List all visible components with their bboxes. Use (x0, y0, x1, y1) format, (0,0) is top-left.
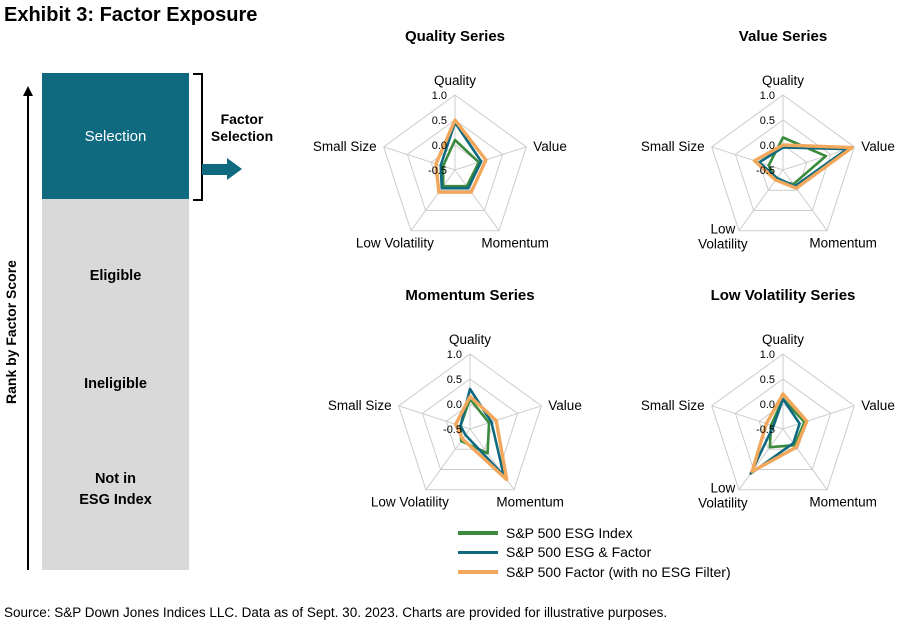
svg-text:1.0: 1.0 (760, 349, 775, 361)
rank-axis-line (27, 96, 29, 570)
chart-title-low-volatility: Low Volatility Series (710, 287, 856, 304)
svg-text:Small Size: Small Size (641, 139, 705, 154)
svg-text:Momentum: Momentum (809, 495, 877, 510)
funnel-gray-box (42, 199, 189, 570)
funnel-eligible-label: Eligible (89, 268, 142, 284)
svg-text:-0.5: -0.5 (443, 424, 462, 436)
funnel-ineligible-label: Ineligible (84, 376, 147, 392)
funnel-selection-label: Selection (84, 127, 147, 145)
legend-label: S&P 500 Factor (with no ESG Filter) (506, 563, 731, 580)
svg-text:Momentum: Momentum (481, 236, 549, 251)
chart-title-quality: Quality Series (404, 28, 506, 45)
svg-text:Quality: Quality (434, 73, 476, 88)
svg-text:Quality: Quality (762, 332, 804, 347)
svg-text:-0.5: -0.5 (756, 424, 775, 436)
svg-text:Low Volatility: Low Volatility (356, 236, 434, 251)
svg-text:Small Size: Small Size (641, 398, 705, 413)
legend: S&P 500 ESG Index S&P 500 ESG & Factor S… (458, 523, 731, 582)
legend-item-esg-index: S&P 500 ESG Index (458, 523, 731, 543)
svg-text:1.0: 1.0 (447, 349, 462, 361)
funnel-not-in-esg-label: Not in ESG Index (79, 471, 152, 508)
svg-text:Value: Value (861, 139, 895, 154)
svg-text:1.0: 1.0 (432, 90, 447, 102)
svg-text:0.0: 0.0 (432, 140, 447, 152)
svg-text:Small Size: Small Size (313, 139, 377, 154)
svg-text:0.5: 0.5 (432, 115, 447, 127)
svg-text:0.0: 0.0 (760, 399, 775, 411)
legend-item-esg-factor: S&P 500 ESG & Factor (458, 543, 731, 563)
svg-text:Momentum: Momentum (809, 236, 877, 251)
svg-text:Quality: Quality (449, 332, 491, 347)
svg-text:1.0: 1.0 (760, 90, 775, 102)
legend-swatch-orange (458, 570, 498, 574)
funnel-selection-box: Selection (42, 73, 189, 199)
svg-text:Value: Value (861, 398, 895, 413)
exhibit-title: Exhibit 3: Factor Exposure (4, 4, 258, 26)
radar-chart-low-volatility: Low Volatility Series 1.0 0.5 0.0 -0.5 Quali… (641, 285, 904, 529)
svg-text:Small Size: Small Size (328, 398, 392, 413)
svg-text:Low Volatility: Low Volatility (371, 495, 449, 510)
legend-item-factor-no-esg: S&P 500 Factor (with no ESG Filter) (458, 562, 731, 582)
svg-text:-0.5: -0.5 (756, 165, 775, 177)
legend-label: S&P 500 ESG & Factor (506, 544, 652, 561)
chart-title-value: Value Series (738, 28, 828, 45)
rank-axis-label: Rank by Factor Score (3, 260, 19, 405)
chart-title-momentum: Momentum Series (405, 287, 535, 304)
svg-text:Value: Value (533, 139, 567, 154)
svg-text:0.0: 0.0 (760, 140, 775, 152)
arrow-shaft (202, 163, 227, 175)
factor-selection-arrow-icon (202, 158, 242, 180)
svg-text:0.5: 0.5 (760, 374, 775, 386)
svg-text:0.0: 0.0 (447, 399, 462, 411)
factor-selection-label: Factor Selection (210, 111, 274, 144)
legend-swatch-green (458, 531, 498, 535)
svg-text:Momentum: Momentum (496, 495, 564, 510)
svg-text:0.5: 0.5 (447, 374, 462, 386)
svg-text:Quality: Quality (762, 73, 804, 88)
svg-text:-0.5: -0.5 (428, 165, 447, 177)
rank-axis-arrowhead-icon (23, 86, 33, 96)
legend-label: S&P 500 ESG Index (506, 524, 633, 541)
selection-bracket (193, 73, 203, 201)
svg-text:0.5: 0.5 (760, 115, 775, 127)
arrow-head (227, 158, 242, 180)
svg-text:Value: Value (548, 398, 582, 413)
source-note: Source: S&P Down Jones Indices LLC. Data… (4, 605, 668, 620)
legend-swatch-teal (458, 550, 498, 554)
